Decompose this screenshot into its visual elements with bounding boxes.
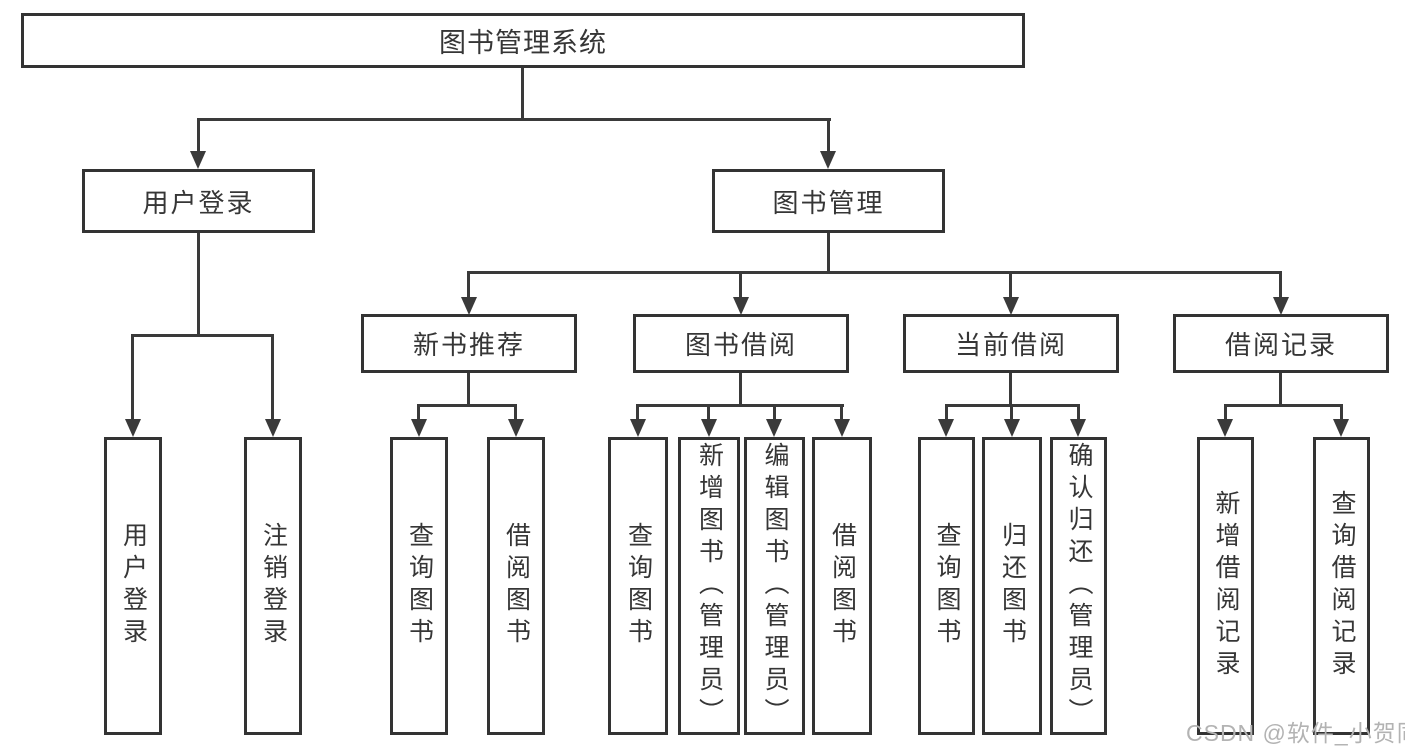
connector-br-drop-1: [1224, 404, 1227, 422]
leaf-bb-borrow-books-label: 借阅图书: [828, 522, 857, 650]
connector-leaf-logout-drop: [271, 334, 274, 422]
connector-current-borrow-drop: [1009, 271, 1012, 300]
connector-book-mgmt-stem: [827, 233, 830, 274]
arrowhead-down-icon: [1217, 419, 1233, 437]
connector-login-group-split: [131, 334, 274, 337]
arrowhead-down-icon: [1004, 419, 1020, 437]
leaf-cb-return-books: 归还图书: [982, 437, 1042, 735]
arrowhead-down-icon: [766, 419, 782, 437]
connector-level2-split: [197, 118, 831, 121]
connector-br-drop-2: [1340, 404, 1343, 422]
connector-br-stem: [1279, 372, 1282, 407]
arrowhead-down-icon: [1333, 419, 1349, 437]
leaf-cb-query-books-label: 查询图书: [933, 522, 961, 650]
connector-book-borrow-drop: [739, 271, 742, 300]
leaf-cb-return-books-label: 归还图书: [998, 522, 1027, 650]
leaf-br-add-record-label: 新增借阅记录: [1212, 490, 1240, 682]
arrowhead-down-icon: [701, 419, 717, 437]
node-borrow-records-label: 借阅记录: [1224, 330, 1337, 360]
connector-cb-drop-1: [945, 404, 948, 422]
arrowhead-down-icon: [265, 419, 281, 437]
leaf-br-query-record-label: 查询借阅记录: [1328, 490, 1356, 682]
arrowhead-down-icon: [508, 419, 524, 437]
node-new-book-recommend-label: 新书推荐: [412, 330, 525, 360]
arrowhead-down-icon: [190, 151, 206, 169]
arrowhead-down-icon: [733, 297, 749, 315]
leaf-br-add-record: 新增借阅记录: [1197, 437, 1254, 735]
arrowhead-down-icon: [1070, 419, 1086, 437]
leaf-logout: 注销登录: [244, 437, 302, 735]
arrowhead-down-icon: [834, 419, 850, 437]
connector-rec-split: [418, 404, 517, 407]
connector-level3-split: [467, 271, 1282, 274]
connector-bb-drop-1: [636, 404, 639, 422]
leaf-bb-add-books-admin: 新增图书（管理员）: [678, 437, 740, 735]
leaf-bb-query-books-label: 查询图书: [624, 522, 653, 650]
leaf-rec-query-books: 查询图书: [390, 437, 448, 735]
leaf-bb-query-books: 查询图书: [608, 437, 668, 735]
csdn-watermark: CSDN @软件_小贺同学: [1186, 720, 1405, 746]
arrowhead-down-icon: [411, 419, 427, 437]
node-book-borrowing-label: 图书借阅: [684, 330, 797, 360]
connector-user-login-stem: [197, 233, 200, 337]
connector-br-split: [1224, 404, 1343, 407]
connector-cb-drop-3: [1077, 404, 1080, 422]
leaf-bb-borrow-books: 借阅图书: [812, 437, 872, 735]
connector-cb-stem: [1009, 372, 1012, 407]
leaf-rec-borrow-books-label: 借阅图书: [502, 522, 531, 650]
node-root: 图书管理系统: [21, 13, 1025, 68]
connector-leaf-login-drop: [131, 334, 134, 422]
leaf-bb-add-books-admin-label: 新增图书（管理员）: [695, 442, 724, 730]
leaf-br-query-record: 查询借阅记录: [1313, 437, 1370, 735]
leaf-bb-edit-books-admin-label: 编辑图书（管理员）: [761, 442, 789, 730]
connector-book-mgmt-drop: [827, 118, 830, 154]
connector-bb-drop-2: [707, 404, 710, 422]
node-book-management: 图书管理: [712, 169, 945, 233]
leaf-bb-edit-books-admin: 编辑图书（管理员）: [744, 437, 805, 735]
node-user-login-label: 用户登录: [142, 187, 255, 218]
node-root-label: 图书管理系统: [439, 28, 607, 58]
leaf-cb-query-books: 查询图书: [918, 437, 975, 735]
arrowhead-down-icon: [1273, 297, 1289, 315]
leaf-user-login-label: 用户登录: [119, 522, 148, 650]
node-book-management-label: 图书管理: [772, 187, 885, 218]
node-current-borrowing: 当前借阅: [903, 314, 1119, 373]
leaf-user-login: 用户登录: [104, 437, 162, 735]
node-user-login: 用户登录: [82, 169, 315, 233]
connector-user-login-drop: [197, 118, 200, 154]
leaf-cb-confirm-return-admin: 确认归还（管理员）: [1050, 437, 1107, 735]
arrowhead-down-icon: [820, 151, 836, 169]
node-new-book-recommend: 新书推荐: [361, 314, 577, 373]
connector-root-stem: [521, 68, 524, 121]
connector-rec-drop-2: [514, 404, 517, 422]
arrowhead-down-icon: [630, 419, 646, 437]
leaf-rec-query-books-label: 查询图书: [405, 522, 434, 650]
leaf-cb-confirm-return-admin-label: 确认归还（管理员）: [1065, 442, 1093, 730]
connector-borrow-records-drop: [1279, 271, 1282, 300]
connector-bb-split: [636, 404, 844, 407]
arrowhead-down-icon: [461, 297, 477, 315]
leaf-rec-borrow-books: 借阅图书: [487, 437, 545, 735]
leaf-logout-label: 注销登录: [259, 522, 288, 650]
connector-bb-drop-3: [773, 404, 776, 422]
connector-rec-drop-1: [417, 404, 420, 422]
arrowhead-down-icon: [125, 419, 141, 437]
node-current-borrowing-label: 当前借阅: [954, 330, 1067, 360]
node-borrow-records: 借阅记录: [1173, 314, 1389, 373]
arrowhead-down-icon: [1003, 297, 1019, 315]
connector-bb-stem: [739, 372, 742, 407]
arrowhead-down-icon: [938, 419, 954, 437]
connector-cb-drop-2: [1010, 404, 1013, 422]
connector-rec-stem: [467, 372, 470, 407]
connector-bb-drop-4: [840, 404, 843, 422]
connector-new-book-drop: [467, 271, 470, 300]
node-book-borrowing: 图书借阅: [633, 314, 849, 373]
